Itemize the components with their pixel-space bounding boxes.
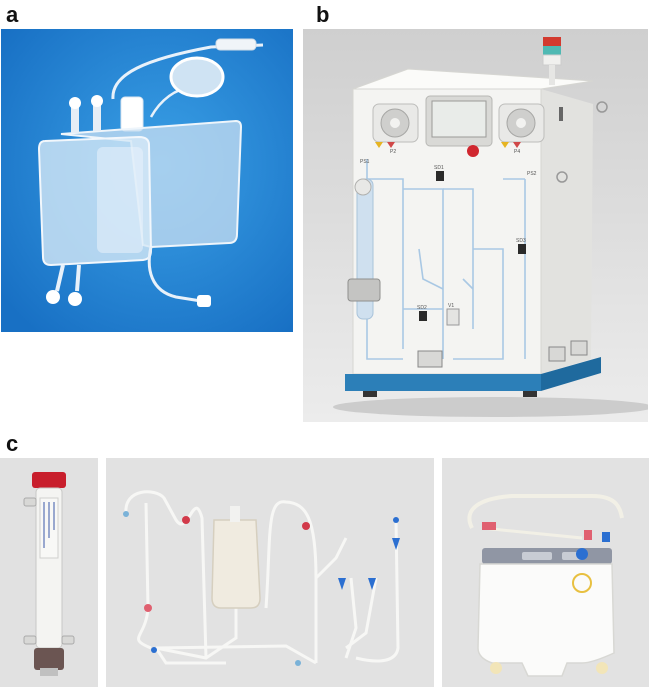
tubing-set-icon: [106, 458, 434, 687]
photo-drainage-bag: [442, 458, 649, 687]
panel-label-a: a: [6, 2, 19, 27]
dialysis-machine-icon: P2 P4 PS1 PS2 SD1 SD3 SD2 V1: [303, 29, 648, 422]
port-label-sd3: SD3: [516, 238, 526, 244]
photo-tubing-set: [106, 458, 434, 687]
pump-left: [372, 103, 419, 143]
hollow-fiber-filter-icon: [0, 458, 98, 687]
port-label-p4: P4: [514, 149, 520, 155]
photo-machine: P2 P4 PS1 PS2 SD1 SD3 SD2 V1: [303, 29, 648, 422]
photo-bag-set: [1, 29, 293, 332]
pump-right: [498, 103, 545, 143]
panel-label-c: c: [6, 431, 19, 456]
photo-filter: [0, 458, 98, 687]
port-label-ps2: PS2: [527, 171, 537, 177]
drainage-bag-icon: [442, 458, 649, 687]
bag-set-icon: [1, 29, 293, 332]
port-label-sd2: SD2: [417, 305, 427, 311]
port-label-v1: V1: [448, 303, 454, 309]
port-label-sd1: SD1: [434, 165, 444, 171]
port-label-p2: P2: [390, 149, 396, 155]
panel-label-b: b: [316, 2, 330, 27]
port-label-ps1: PS1: [360, 159, 370, 165]
